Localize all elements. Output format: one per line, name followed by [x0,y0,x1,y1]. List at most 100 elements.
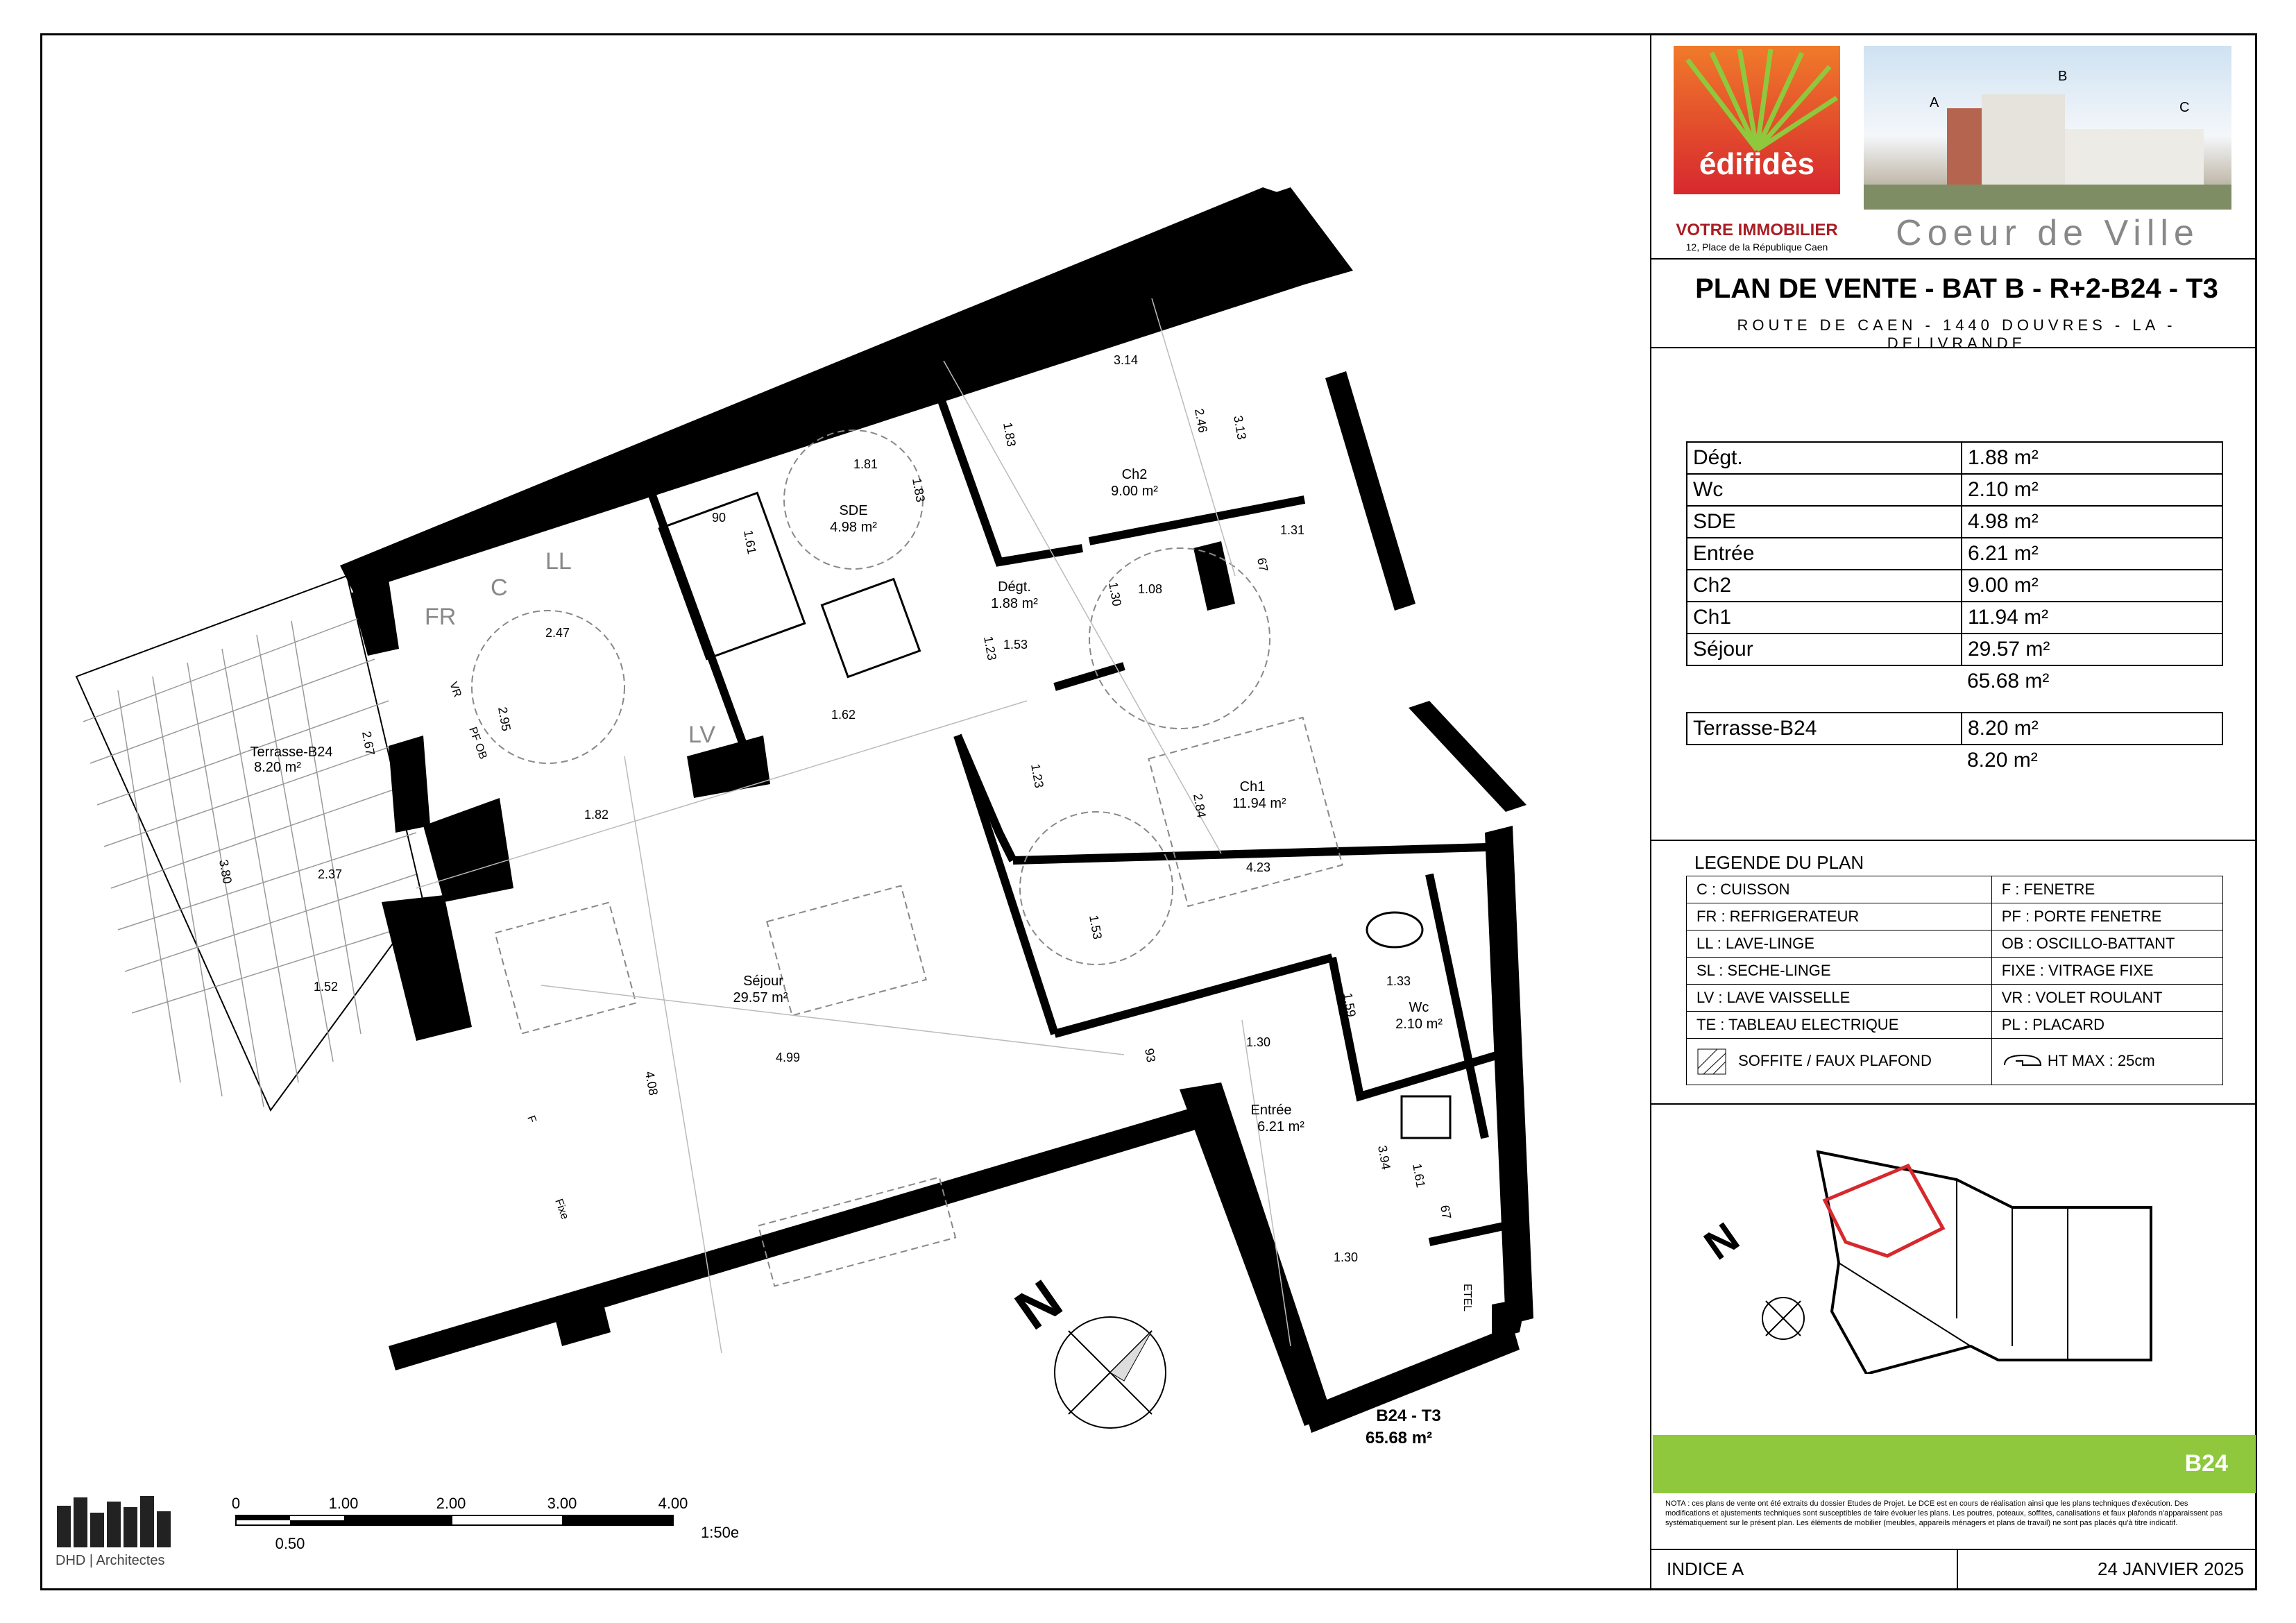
titleblock-divider [1650,33,1651,1590]
svg-text:FR: FR [425,604,456,630]
svg-text:N: N [1004,1268,1072,1341]
ht-max-icon [2003,1054,2041,1066]
building-b-shape [1982,94,2065,185]
footer-date: 24 JANVIER 2025 [2097,1558,2244,1579]
surface-room: SDE [1686,505,1962,538]
fixtures [658,491,1452,1139]
terrace-total: 8.20 m² [1967,749,2038,772]
svg-text:1.23: 1.23 [981,635,999,661]
legend-entry: FR : REFRIGERATEUR [1686,903,1992,931]
unit-highlight [1822,1163,1946,1258]
legend-title: LEGENDE DU PLAN [1694,852,1864,873]
svg-text:1.62: 1.62 [831,708,856,722]
drawing-frame [40,33,2257,1590]
svg-text:A: A [1930,95,1939,110]
legend-entry: VR : VOLET ROULANT [1991,984,2224,1012]
unit-banner: B24 [1653,1435,2256,1493]
equipment-labels: FR C LL LV [425,548,715,748]
svg-text:Ch2: Ch2 [1122,467,1148,482]
legend-htmax: HT MAX : 25cm [1991,1038,2224,1085]
svg-text:6.21 m²: 6.21 m² [1257,1119,1304,1135]
svg-text:1.08: 1.08 [1138,582,1162,596]
dhd-logo-icon [57,1496,171,1547]
brand-logo: édifidès [1674,46,1840,194]
project-name: Coeur de Ville [1896,213,2200,253]
surface-room: Séjour [1686,633,1962,666]
surface-room: Entrée [1686,537,1962,570]
brand-address: 12, Place de la République Caen [1685,241,1828,253]
surface-area: 6.21 m² [1961,537,2223,570]
legend-soffite: SOFFITE / FAUX PLAFOND [1686,1038,1992,1085]
svg-text:Dégt.: Dégt. [998,579,1031,595]
surface-area: 29.57 m² [1961,633,2223,666]
svg-text:1.33: 1.33 [1386,974,1411,988]
svg-text:1.31: 1.31 [1280,523,1304,537]
svg-text:1.81: 1.81 [853,457,878,471]
svg-text:4.00: 4.00 [658,1495,688,1512]
svg-text:65.68 m²: 65.68 m² [1366,1429,1432,1447]
plan-address: ROUTE DE CAEN - 1440 DOUVRES - LA - DELI… [1737,316,2177,352]
architect-logo [56,1492,187,1547]
svg-text:VR: VR [447,681,464,699]
svg-text:2.46: 2.46 [1192,407,1210,434]
project-rendering: A B C [1864,46,2231,210]
svg-text:8.20 m²: 8.20 m² [254,760,301,775]
scale-bar: 0 1.00 2.00 3.00 4.00 0.50 1:50e [229,1492,756,1568]
svg-text:4.08: 4.08 [643,1070,661,1096]
svg-text:0.50: 0.50 [275,1535,305,1552]
legend-entry: SL : SECHE-LINGE [1686,957,1992,985]
svg-text:1.53: 1.53 [1087,914,1105,940]
svg-text:Entrée: Entrée [1251,1103,1292,1118]
legend-entry: OB : OSCILLO-BATTANT [1991,930,2224,958]
svg-text:F: F [525,1114,538,1125]
svg-text:1.30: 1.30 [1334,1250,1358,1264]
svg-text:ETEL: ETEL [1461,1284,1473,1311]
svg-text:3.00: 3.00 [547,1495,577,1512]
svg-text:2.37: 2.37 [318,867,342,881]
svg-text:29.57 m²: 29.57 m² [733,990,788,1005]
terrace-area: 8.20 m² [1961,712,2223,745]
svg-text:1.61: 1.61 [1410,1162,1428,1189]
svg-text:4.98 m²: 4.98 m² [830,520,877,535]
svg-text:LV: LV [688,722,715,748]
svg-text:1.82: 1.82 [584,808,609,822]
surface-area: 11.94 m² [1961,601,2223,634]
key-plan-north-icon: N [1696,1214,1805,1340]
legend-entry: LL : LAVE-LINGE [1686,930,1992,958]
washbasin [820,577,921,679]
toilet-bowl [1366,911,1424,949]
surface-room: Dégt. [1686,441,1962,475]
interior-walls [645,366,1528,1246]
svg-text:2.95: 2.95 [495,706,513,732]
svg-text:C: C [2179,100,2189,115]
svg-text:Wc: Wc [1409,1000,1429,1015]
svg-text:B: B [2058,69,2067,84]
plan-title: PLAN DE VENTE - BAT B - R+2-B24 - T3 [1695,273,2218,304]
svg-text:4.23: 4.23 [1246,860,1270,874]
svg-text:1.61: 1.61 [741,529,759,555]
legend-entry: PL : PLACARD [1991,1011,2224,1039]
svg-text:0: 0 [232,1495,240,1512]
legend-entry: PF : PORTE FENETRE [1991,903,2224,931]
key-plan: N [1693,1138,2165,1376]
svg-text:2.84: 2.84 [1191,792,1209,819]
surface-area: 4.98 m² [1961,505,2223,538]
svg-text:1.30: 1.30 [1106,581,1124,607]
furniture-outlines [471,430,1343,1287]
svg-text:11.94 m²: 11.94 m² [1232,796,1286,811]
terrace-area-hatch [75,575,425,1112]
svg-text:1:50e: 1:50e [701,1524,739,1541]
svg-text:2.67: 2.67 [359,730,377,756]
svg-text:1.00: 1.00 [329,1495,359,1512]
building-c-shape [2065,129,2204,185]
svg-text:Fixe: Fixe [552,1198,570,1221]
svg-text:B24 - T3: B24 - T3 [1376,1407,1440,1425]
svg-text:3.80: 3.80 [216,858,235,885]
